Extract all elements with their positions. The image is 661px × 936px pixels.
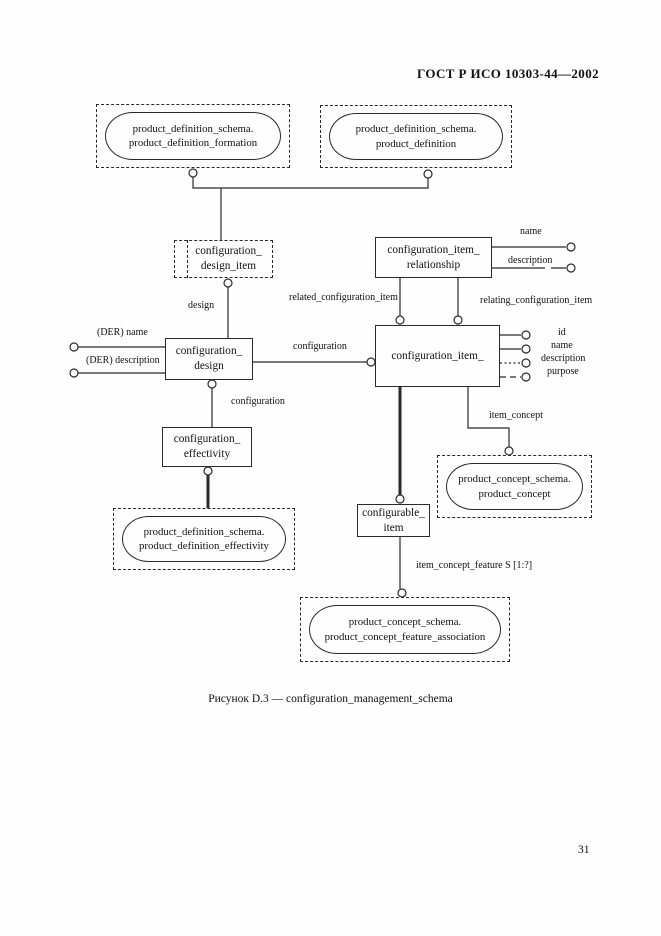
entity-label: design [194, 360, 224, 372]
label-item-concept: item_concept [489, 410, 543, 421]
entity-configuration-item: configuration_item_ [375, 325, 500, 387]
pageref-entity-name: product_definition [375, 137, 457, 150]
label-relating-configuration-item: relating_configuration_item [480, 295, 593, 306]
label-configuration: configuration [231, 396, 285, 407]
pageref-schema-name: product_definition_schema. [355, 123, 477, 136]
pageref-oval: product_definition_schema. product_defin… [329, 113, 503, 160]
entity-label: configurable_ [362, 506, 425, 519]
page-number: 31 [578, 844, 590, 856]
entity-configurable-item: configurable_ item [357, 504, 430, 537]
label-description: description [508, 255, 553, 266]
pageref-oval: product_definition_schema. product_defin… [122, 516, 286, 562]
pageref-schema-name: product_concept_schema. [458, 473, 571, 486]
pageref-schema-name: product_definition_schema. [132, 122, 254, 135]
pageref-schema-name: product_concept_schema. [348, 616, 462, 629]
entity-label: relationship [406, 258, 461, 271]
pageref-entity-name: product_concept [478, 487, 551, 500]
label-description: description [541, 353, 586, 364]
entity-label: effectivity [183, 448, 231, 460]
entity-label: configuration_item_ [391, 349, 484, 362]
label-name: name [520, 226, 542, 237]
pageref-product-concept-feature-association: product_concept_schema. product_concept_… [300, 597, 510, 662]
supertype-lines [206, 387, 402, 508]
label-configuration: configuration [293, 341, 347, 352]
label-name: name [551, 340, 573, 351]
label-design: design [188, 300, 215, 311]
pageref-product-definition: product_definition_schema. product_defin… [320, 105, 512, 168]
pageref-product-concept: product_concept_schema. product_concept [437, 455, 592, 518]
pageref-oval: product_concept_schema. product_concept_… [309, 605, 501, 654]
attribute-lines [78, 177, 566, 589]
pageref-entity-name: product_definition_effectivity [139, 540, 269, 552]
pageref-schema-name: product_definition_schema. [143, 525, 265, 538]
pageref-product-definition-effectivity: product_definition_schema. product_defin… [113, 508, 295, 570]
figure-caption: Рисунок D.3 — configuration_management_s… [208, 693, 453, 705]
select-type-bar [187, 240, 188, 278]
entity-label: configuration_ [173, 433, 241, 446]
entity-label: configuration_ [175, 345, 243, 358]
pageref-entity-name: product_definition_formation [128, 137, 258, 149]
entity-label: configuration_item_ [387, 243, 480, 256]
entity-configuration-design: configuration_ design [165, 338, 253, 380]
pageref-oval: product_definition_schema. product_defin… [105, 112, 281, 160]
label-item-concept-feature: item_concept_feature S [1:?] [416, 560, 533, 571]
type-label: design_item [200, 260, 257, 272]
label-related-configuration-item: related_configuration_item [289, 292, 398, 303]
pageref-entity-name: product_concept_feature_association [324, 630, 486, 643]
label-der-name: (DER) name [97, 327, 148, 338]
pageref-product-definition-formation: product_definition_schema. product_defin… [96, 104, 290, 168]
entity-configuration-effectivity: configuration_ effectivity [162, 427, 252, 467]
type-label: configuration_ [195, 245, 262, 258]
entity-configuration-item-relationship: configuration_item_ relationship [375, 237, 492, 278]
entity-label: item [383, 521, 404, 534]
label-id: id [558, 327, 566, 338]
standard-header: ГОСТ Р ИСО 10303-44—2002 [416, 66, 599, 81]
pageref-oval: product_concept_schema. product_concept [446, 463, 583, 510]
label-der-description: (DER) description [86, 355, 160, 366]
select-type-configuration-design-item: configuration_ design_item [174, 240, 273, 278]
label-purpose: purpose [547, 366, 579, 377]
